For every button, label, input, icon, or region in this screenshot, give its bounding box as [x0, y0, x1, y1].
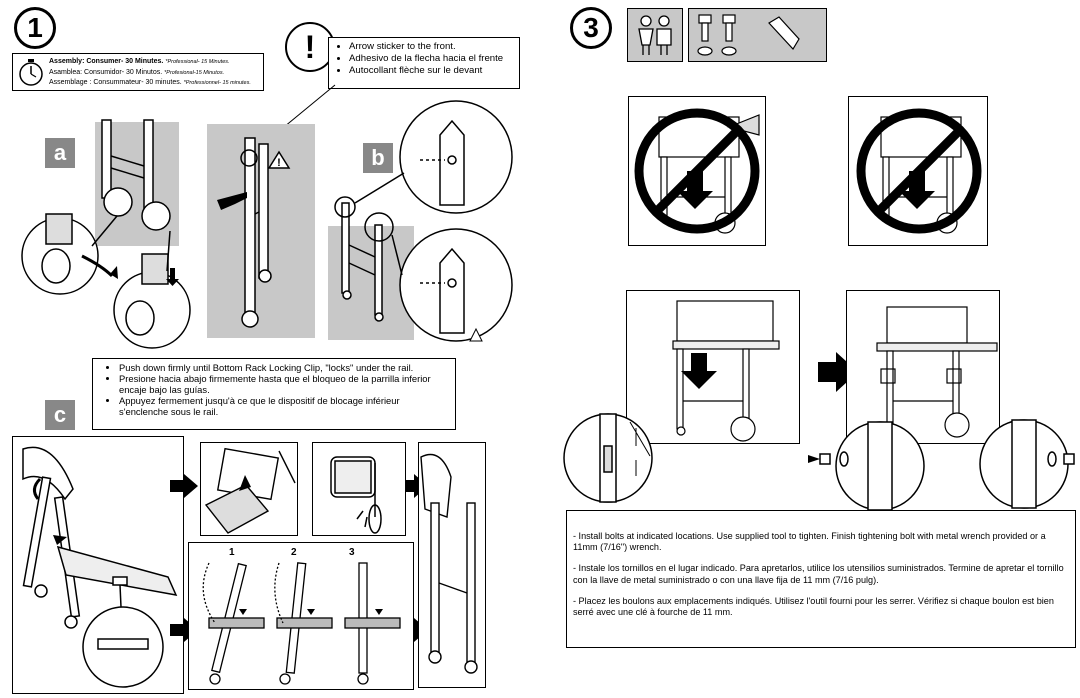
instruction-es: - Instale los tornillos en el lugar indi…	[573, 563, 1064, 585]
grill-lowering-illustration	[672, 300, 780, 442]
stopwatch-icon	[19, 59, 43, 86]
rack-clip-note: Push down firmly until Bottom Rack Locki…	[92, 358, 456, 430]
step-number-1: 1	[14, 7, 56, 49]
panel-label-c: c	[45, 400, 75, 430]
assembly-line2: Asamblea: Consumidor- 30 Minutos.	[49, 68, 163, 76]
no-lift-grill-illustration	[634, 108, 760, 234]
arrow-right-icon	[170, 474, 198, 498]
clip-detail-2	[312, 442, 406, 536]
prohibited-lift-panel-1	[628, 96, 766, 246]
assembly-line2-small: *Profesional-15 Minutos.	[164, 69, 225, 76]
parts-illustration	[697, 14, 800, 56]
no-lift-grill-illustration-2	[856, 108, 982, 234]
callout-item-fr: Autocollant flèche sur le devant	[349, 65, 517, 77]
grill-lower-panel	[626, 290, 800, 444]
sequence-label-2: 2	[291, 547, 297, 558]
arrow-right-icon	[818, 352, 858, 392]
assembly-line3-small: *Professionnel- 15 minutes.	[183, 80, 251, 86]
leg-with-arrow-sticker: !	[217, 137, 291, 328]
callout-item-es: Adhesivo de la flecha hacia el frente	[349, 53, 517, 65]
instruction-fr: - Placez les boulons aux emplacements in…	[573, 595, 1054, 618]
grill-assembled-panel	[846, 290, 1000, 444]
two-people-icon	[638, 15, 672, 55]
clip-detail-1	[200, 442, 298, 536]
instruction-en: - Install bolts at indicated locations. …	[573, 531, 1046, 553]
rack-install-illustration	[22, 446, 178, 688]
clip-sequence-illustration	[202, 562, 401, 685]
two-people-icon-box	[627, 8, 683, 62]
rack-locked-illustration	[420, 453, 478, 674]
assembled-grill-illustration	[876, 306, 998, 438]
panel-label-b: b	[363, 143, 393, 173]
assembly-line3: Assemblage : Consummateur- 30 minutes.	[49, 79, 182, 86]
rack-clip-note-en: Push down firmly until Bottom Rack Locki…	[119, 362, 451, 373]
sequence-label-3: 3	[349, 547, 355, 558]
hardware-parts-box	[688, 8, 827, 62]
callout-item-en: Arrow sticker to the front.	[349, 41, 517, 53]
bolt-detail-circles	[563, 413, 1075, 511]
step3-instructions: - Install bolts at indicated locations. …	[566, 510, 1076, 648]
clip-lock-illustration	[330, 456, 382, 534]
prohibited-lift-panel-2	[848, 96, 988, 246]
caster-wheel-illustration	[21, 119, 191, 349]
rack-clip-note-es: Presione hacia abajo firmemente hasta qu…	[119, 373, 451, 395]
panel-c-rack-install	[12, 436, 184, 694]
svg-text:!: !	[277, 157, 281, 169]
panel-c-complete	[418, 442, 486, 688]
panel-label-a: a	[45, 138, 75, 168]
leg-connector-illustration	[334, 100, 513, 342]
rack-clip-note-fr: Appuyez fermement jusqu'à ce que le disp…	[119, 395, 451, 417]
clip-tilt-illustration	[204, 447, 296, 534]
sequence-label-1: 1	[229, 547, 235, 558]
arrow-sticker-callout: Arrow sticker to the front. Adhesivo de …	[328, 37, 520, 89]
assembly-time-box: Assembly: Consumer- 30 Minutes. *Profess…	[12, 53, 264, 91]
assembly-line1-small: *Professional- 15 Minutes.	[165, 59, 230, 65]
step-number-3: 3	[570, 7, 612, 49]
assembly-line1: Assembly: Consumer- 30 Minutes.	[49, 58, 164, 65]
clip-sequence-box: 1 2 3	[188, 542, 414, 690]
